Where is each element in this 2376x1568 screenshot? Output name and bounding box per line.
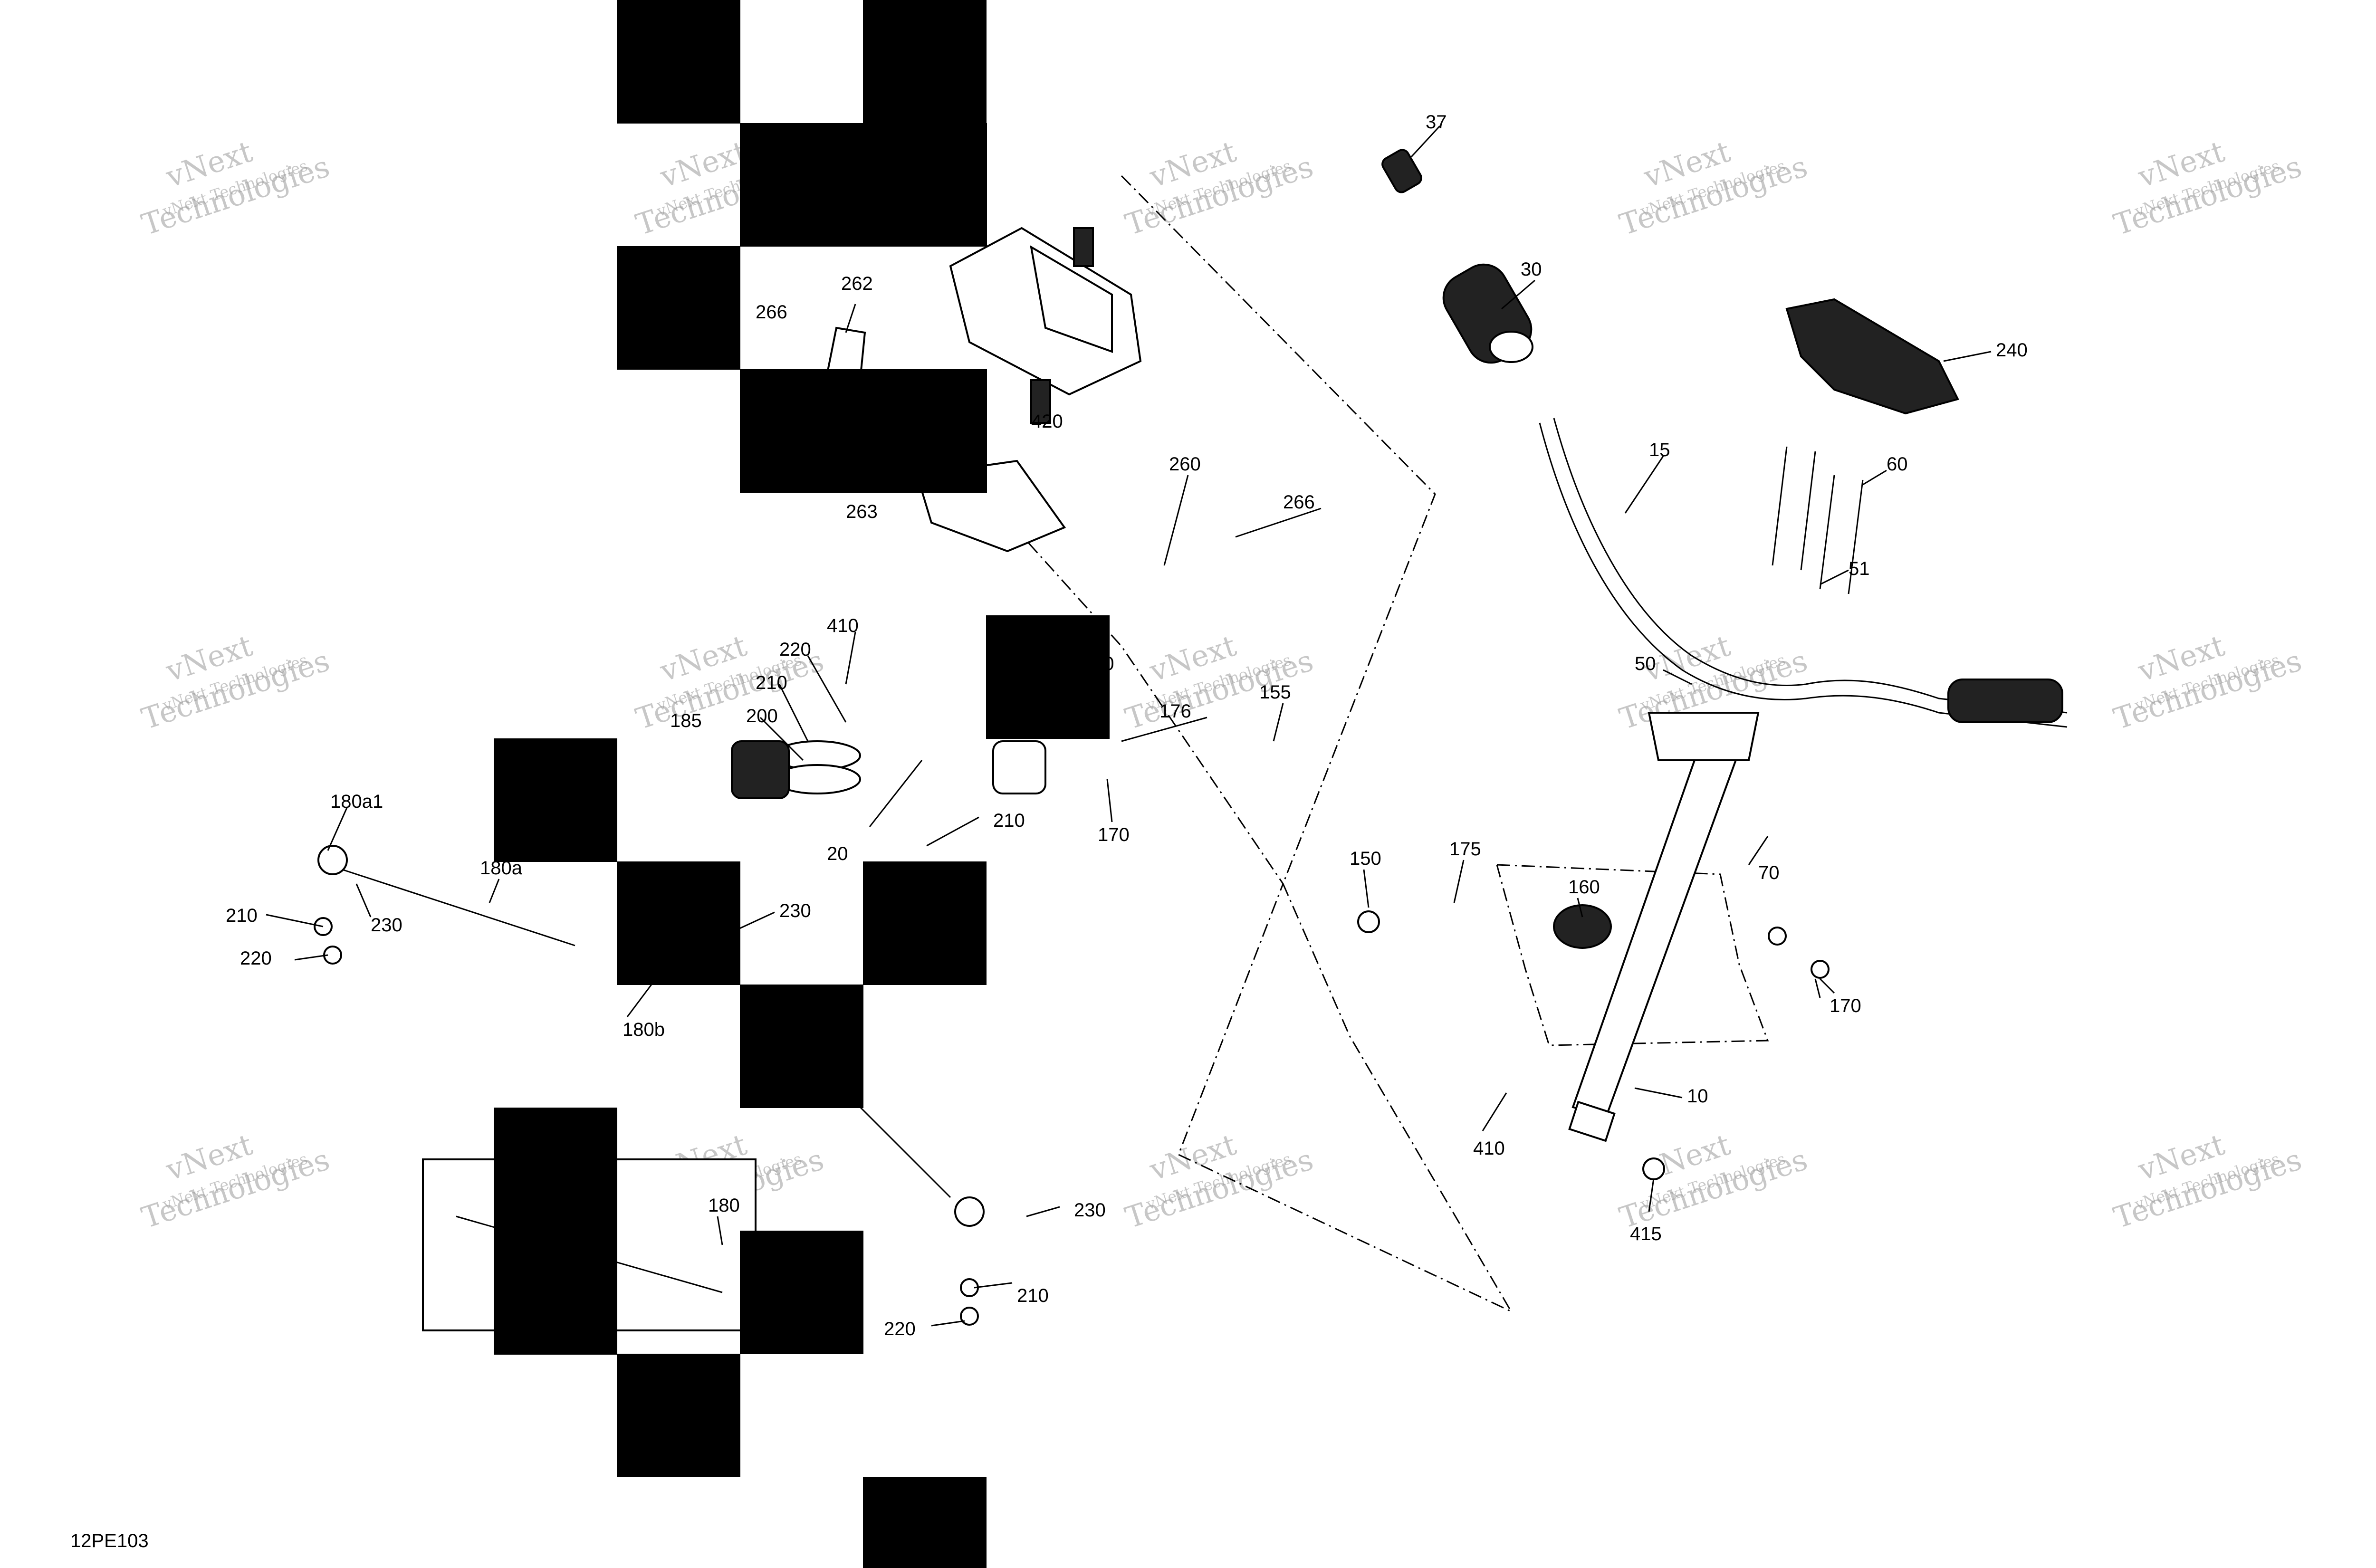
redaction-block [863, 1477, 987, 1568]
callout-210-left: 210 [226, 905, 258, 926]
redaction-block [617, 0, 740, 124]
redaction-block [494, 738, 617, 862]
callout-200: 200 [746, 706, 778, 727]
redaction-block [740, 369, 987, 493]
callout-10: 10 [1687, 1086, 1708, 1107]
callout-185: 185 [670, 710, 702, 731]
leader-lines [266, 125, 1992, 1327]
callout-160: 160 [1568, 877, 1600, 898]
callout-266-left: 266 [756, 302, 787, 323]
redaction-block [617, 1354, 740, 1477]
callout-420: 420 [1031, 411, 1063, 432]
redaction-block [740, 123, 987, 247]
figure-id: 12PE103 [70, 1530, 149, 1551]
callout-170-mid: 170 [1098, 824, 1130, 845]
handlebar [1539, 418, 2068, 728]
redaction-block [740, 1231, 863, 1354]
callout-170-right: 170 [1830, 995, 1861, 1016]
callout-180b: 180b [623, 1019, 665, 1040]
callout-410-left: 410 [827, 615, 859, 636]
callout-50: 50 [1635, 653, 1656, 674]
callout-70: 70 [1758, 862, 1780, 883]
callout-230-mid: 230 [779, 900, 811, 921]
steering-gear-unit [825, 227, 1142, 553]
callout-30: 30 [1521, 259, 1542, 280]
callout-220-left: 220 [240, 948, 272, 969]
hardware [314, 740, 1830, 1326]
steering-column [1568, 712, 1760, 1142]
callout-262: 262 [841, 273, 873, 294]
callout-220-lower: 220 [884, 1319, 916, 1339]
callout-labels: 37 30 240 15 60 51 50 70 10 410 415 150 … [226, 112, 2028, 1339]
redaction-block [986, 615, 1110, 739]
callout-180a1: 180a1 [330, 791, 383, 812]
callout-176: 176 [1159, 701, 1191, 722]
redaction-block [617, 246, 740, 370]
callout-410-right: 410 [1473, 1138, 1505, 1159]
redaction-block [740, 985, 863, 1108]
callout-240: 240 [1996, 340, 2028, 361]
callout-180: 180 [708, 1195, 740, 1216]
callout-210-lower: 210 [1017, 1285, 1049, 1306]
callout-155: 155 [1259, 682, 1291, 703]
callout-150: 150 [1350, 848, 1381, 869]
redaction-block [617, 861, 740, 985]
redaction-blocks [494, 0, 1110, 1568]
callout-37: 37 [1426, 112, 1447, 133]
redaction-block [863, 0, 987, 124]
callout-210-mid: 210 [993, 810, 1025, 831]
callout-260: 260 [1169, 454, 1201, 475]
grip-and-cap [1381, 149, 1959, 415]
callout-230-lower: 230 [1074, 1200, 1106, 1221]
clamp-bolts [1772, 446, 1864, 594]
callout-415: 415 [1630, 1224, 1662, 1244]
redaction-block [494, 1108, 617, 1355]
callout-263: 263 [846, 501, 878, 522]
steering-assembly-outline [992, 175, 1513, 1313]
callout-230-left: 230 [371, 915, 402, 936]
callout-15: 15 [1649, 440, 1670, 460]
callout-60: 60 [1887, 454, 1908, 475]
callout-20-lower: 20 [827, 843, 848, 864]
callout-175: 175 [1449, 839, 1481, 860]
callout-210-upper: 210 [756, 672, 787, 693]
callout-51: 51 [1849, 558, 1870, 579]
assembly-outlines [992, 175, 1769, 1313]
callout-220-upper: 220 [779, 639, 811, 660]
callout-266-right: 266 [1283, 492, 1315, 513]
column-subassembly-outline [1496, 864, 1769, 1046]
redaction-block [863, 861, 987, 985]
